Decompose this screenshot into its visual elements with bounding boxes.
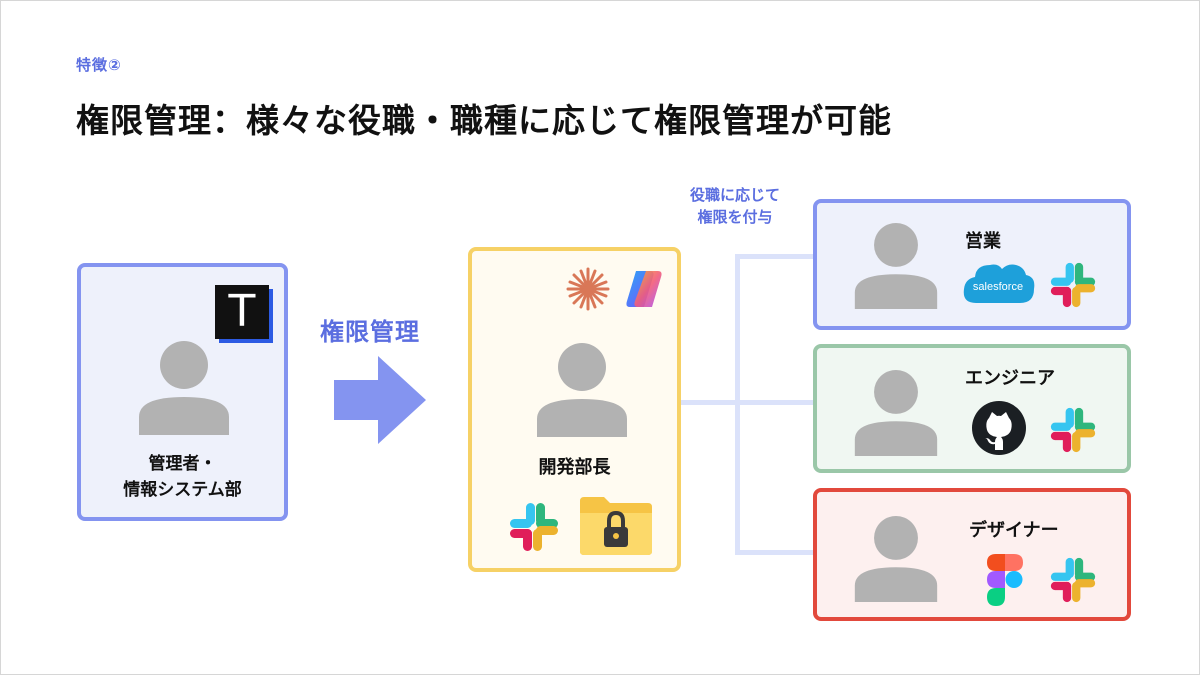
role-label-sales: 営業 (965, 231, 1001, 252)
arrow-label: 権限管理 (320, 318, 420, 346)
permission-note: 役職に応じて 権限を付与 (670, 184, 800, 228)
person-icon (854, 516, 938, 602)
section-label: 特徴② (76, 56, 122, 74)
connector-horizontal-main (681, 400, 813, 405)
figma-icon (987, 554, 1023, 606)
role-label-engineer: エンジニア (965, 368, 1055, 389)
department-head-card: 開発部長 (468, 247, 681, 572)
connector-to-designer (735, 550, 813, 555)
department-head-label: 開発部長 (538, 457, 611, 478)
admin-label: 管理者・ 情報システム部 (81, 451, 284, 503)
copilot-icon (626, 271, 662, 307)
admin-card: T 管理者・ 情報システム部 (77, 263, 288, 521)
locked-folder-icon (580, 497, 652, 555)
permission-note-line1: 役職に応じて (689, 186, 780, 204)
right-arrow-icon (334, 356, 426, 444)
permission-note-line2: 権限を付与 (697, 208, 773, 226)
person-icon (854, 370, 938, 456)
admin-label-line1: 管理者・ (148, 454, 217, 474)
connector-to-sales (735, 254, 813, 259)
github-icon (972, 401, 1026, 455)
person-icon (139, 341, 229, 435)
slide-title: 権限管理：様々な役職・職種に応じて権限管理が可能 (76, 101, 892, 140)
slack-icon (1050, 557, 1096, 603)
person-icon (854, 223, 938, 309)
role-label-designer: デザイナー (969, 520, 1059, 541)
connector-vertical (735, 254, 740, 555)
person-icon (537, 343, 627, 437)
slack-icon (1050, 262, 1096, 308)
salesforce-logo-text: salesforce (973, 281, 1023, 293)
slack-icon (1050, 407, 1096, 453)
salesforce-logo: salesforce (963, 264, 1035, 303)
role-card-designer: デザイナー (813, 488, 1131, 621)
claude-icon (566, 267, 610, 311)
t-logo-icon: T (215, 285, 269, 339)
slack-icon (510, 503, 558, 551)
role-card-engineer: エンジニア (813, 344, 1131, 473)
admin-label-line2: 情報システム部 (123, 480, 242, 500)
role-card-sales: 営業 salesforce (813, 199, 1131, 330)
